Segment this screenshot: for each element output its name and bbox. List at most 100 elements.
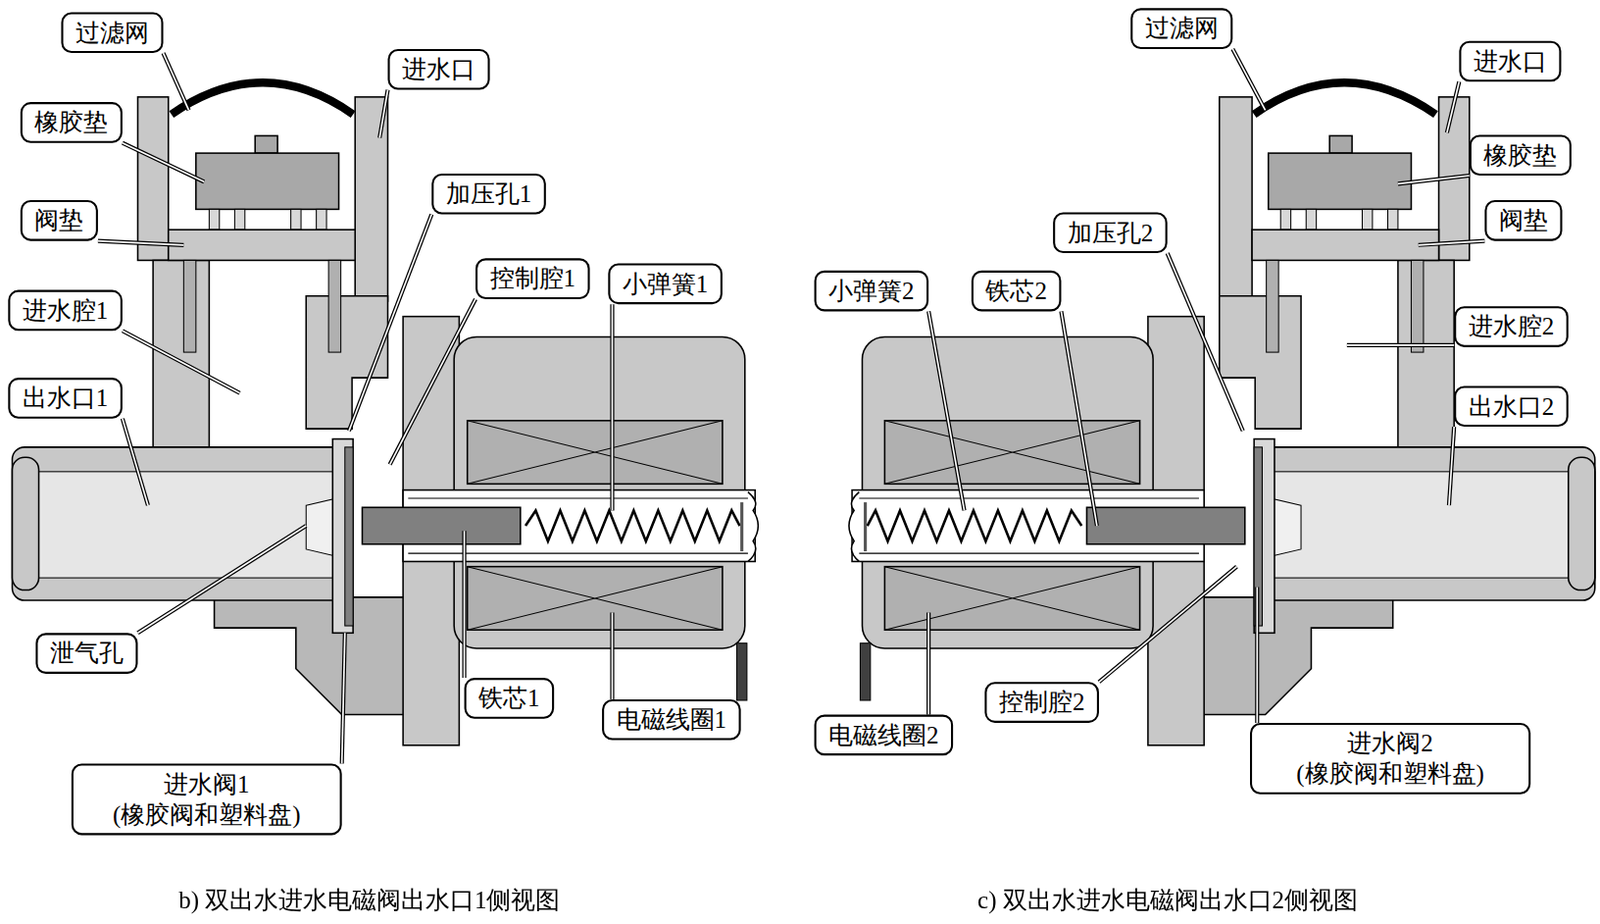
callout-box: 进水口 [388, 49, 491, 91]
leader-line [1060, 310, 1097, 526]
part-name: 小弹簧1 [622, 270, 708, 298]
leader-line [98, 241, 184, 246]
part-name: 进水口 [401, 55, 476, 83]
part-name: 阀垫 [1499, 206, 1549, 234]
leader-line [461, 530, 466, 678]
part-name: 泄气孔 [50, 640, 124, 667]
leader-line [122, 418, 149, 505]
leader-line [1398, 175, 1470, 184]
leader-line [138, 525, 307, 633]
part-name: 进水阀2 (橡胶阀和塑料盘) [1296, 729, 1484, 787]
callout-box: 橡胶垫 [20, 101, 123, 144]
valve-right [849, 82, 1596, 745]
leader-line [1167, 252, 1244, 431]
callout-box: 阀垫 [1484, 200, 1562, 242]
caption-holder: b) 双出水进水电磁阀出水口1侧视图 [178, 883, 560, 916]
leader-line [1099, 566, 1238, 683]
callout-box: 控制腔1 [475, 257, 591, 300]
leader-line [611, 611, 614, 699]
leader-line [1449, 426, 1454, 505]
leader-line [928, 310, 964, 510]
callout-box: 出水口1 [7, 377, 123, 419]
valve-left [11, 82, 758, 745]
callout-box: 进水口 [1458, 41, 1561, 83]
callout-box: 阀垫 [20, 200, 99, 242]
part-name: 出水口1 [22, 384, 108, 411]
leader-line [163, 52, 190, 110]
leader-line [463, 530, 466, 678]
leader-line [122, 143, 204, 183]
leader-line [1232, 49, 1265, 110]
leader-line [349, 214, 432, 432]
callout-box: 控制腔2 [984, 681, 1100, 723]
leader-line [379, 90, 388, 139]
part-name: 过滤网 [75, 19, 150, 47]
part-name: 进水口 [1473, 48, 1548, 75]
callout-box: 过滤网 [60, 11, 163, 53]
leader-line [1254, 586, 1259, 722]
leader-line [342, 632, 346, 763]
leader-line [1398, 175, 1470, 184]
callout-box: 进水腔1 [7, 290, 123, 332]
callout-box: 进水腔2 [1453, 305, 1569, 348]
part-name: 阀垫 [34, 206, 84, 234]
part-name: 出水口2 [1468, 393, 1554, 420]
part-name: 进水腔2 [1468, 313, 1554, 341]
part-name: 加压孔2 [1067, 219, 1153, 247]
leader-line [927, 611, 930, 714]
part-name: 电磁线圈2 [828, 721, 939, 749]
part-name: 加压孔1 [446, 180, 532, 207]
leader-line [390, 299, 476, 465]
leader-line [1099, 566, 1238, 683]
leader-line [122, 330, 241, 393]
leader-line [1167, 252, 1244, 431]
leader-line [122, 330, 241, 393]
part-name: 控制腔2 [999, 689, 1085, 716]
leader-line [98, 241, 184, 246]
leader-line [928, 310, 964, 510]
leader-line [1255, 586, 1258, 722]
leader-line [349, 214, 432, 432]
part-name: 橡胶垫 [34, 108, 108, 136]
leader-line [1447, 81, 1459, 133]
callout-box: 小弹簧1 [607, 263, 723, 305]
callout-box: 铁芯2 [971, 270, 1062, 312]
part-name: 控制腔1 [490, 265, 576, 293]
leader-line [138, 525, 307, 633]
callout-box: 小弹簧2 [814, 270, 930, 312]
part-name: 进水腔1 [22, 297, 108, 324]
leader-line [1418, 241, 1486, 246]
leader-line [1347, 344, 1454, 347]
leader-line [122, 143, 204, 183]
part-name: 铁芯2 [985, 277, 1047, 304]
leader-line [611, 303, 614, 510]
callout-box: 过滤网 [1130, 7, 1233, 50]
callout-box: 出水口2 [1453, 385, 1569, 427]
leader-line [163, 52, 190, 110]
leader-line [1060, 310, 1097, 526]
leader-line [390, 299, 476, 465]
leader-line [379, 90, 388, 139]
leader-line [1418, 241, 1486, 246]
callout-box: 橡胶垫 [1469, 134, 1572, 176]
caption-holder: c) 双出水进水电磁阀出水口2侧视图 [977, 883, 1358, 916]
part-name: 小弹簧2 [828, 277, 914, 304]
callout-box: 泄气孔 [35, 632, 138, 674]
callout-box: 加压孔2 [1052, 211, 1168, 253]
leader-line [609, 611, 614, 699]
figure-caption: b) 双出水进水电磁阀出水口1侧视图 [178, 886, 560, 913]
part-name: 过滤网 [1145, 15, 1219, 43]
leader-line [1347, 343, 1454, 348]
leader-line [1232, 49, 1265, 110]
leader-line [609, 303, 614, 510]
part-name: 电磁线圈1 [616, 705, 727, 733]
leader-line [1447, 81, 1459, 133]
callout-box: 铁芯1 [464, 677, 555, 719]
figure-caption: c) 双出水进水电磁阀出水口2侧视图 [977, 886, 1358, 913]
part-name: 橡胶垫 [1483, 142, 1557, 169]
part-name: 铁芯1 [478, 684, 540, 711]
leader-line [342, 632, 346, 763]
leader-line [1449, 426, 1454, 505]
callout-box: 电磁线圈2 [814, 714, 954, 756]
leader-line [122, 418, 149, 505]
